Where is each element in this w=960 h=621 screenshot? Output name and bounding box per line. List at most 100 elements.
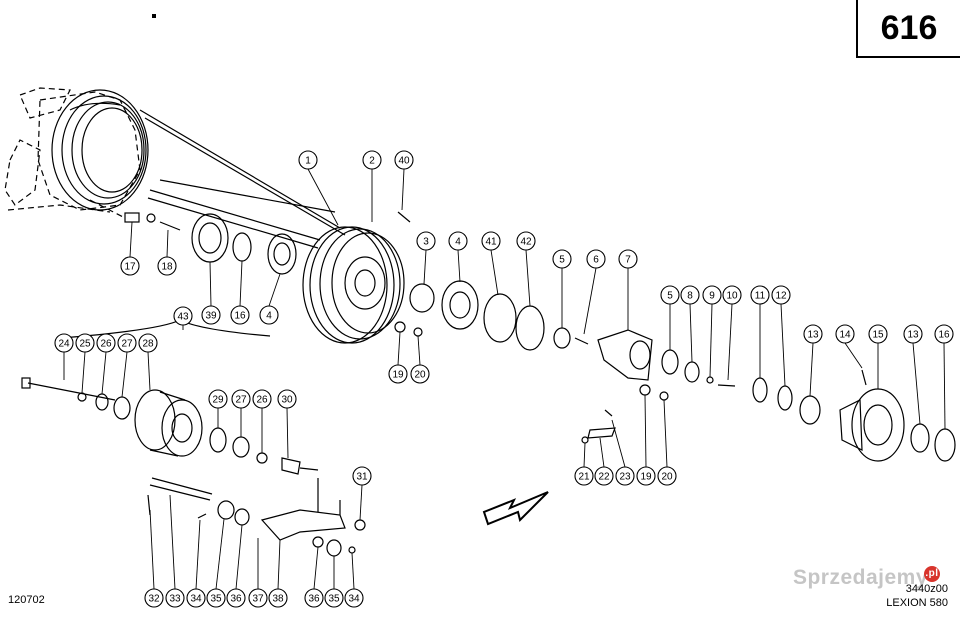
callout-2: 2: [362, 150, 382, 222]
callout-label: 24: [58, 339, 70, 350]
callout-8: 8: [680, 285, 700, 363]
callout-27: 27: [117, 333, 137, 398]
watermark-text: Sprzedajemy: [792, 566, 928, 589]
callout-label: 3: [423, 237, 429, 248]
callout-21: 21: [574, 442, 594, 486]
callout-18: 18: [157, 229, 177, 276]
main-pulley: [302, 226, 405, 344]
footer-right: 3440z00 LEXION 580: [886, 582, 948, 610]
callout-label: 4: [266, 311, 272, 322]
callout-14: 14: [835, 324, 863, 369]
callout-label: 37: [252, 594, 264, 605]
callout-label: 5: [667, 291, 673, 302]
ring-42: [515, 305, 545, 351]
callout-19: 19: [388, 331, 408, 384]
callout-label: 16: [938, 330, 950, 341]
callout-20: 20: [657, 399, 677, 486]
watermark: Sprzedajemy.pl: [793, 566, 940, 590]
callout-13: 13: [803, 324, 823, 397]
callout-42: 42: [516, 231, 536, 307]
callout-4: 4: [259, 273, 281, 325]
callout-label: 40: [398, 156, 410, 167]
callout-24: 24: [54, 333, 74, 380]
callout-label: 12: [775, 291, 787, 302]
callout-label: 41: [485, 237, 497, 248]
drawing-id: 120702: [8, 594, 45, 606]
callout-label: 26: [100, 339, 112, 350]
callout-36: 36: [226, 524, 246, 608]
callout-19: 19: [636, 394, 656, 486]
bushing-3: [409, 283, 435, 313]
callout-label: 18: [161, 262, 173, 273]
idler-pulley-28: [134, 389, 176, 451]
callout-4: 4: [448, 231, 468, 283]
callout-label: 28: [142, 339, 154, 350]
callout-label: 8: [687, 291, 693, 302]
callout-30: 30: [277, 389, 297, 459]
callout-label: 29: [212, 395, 224, 406]
callout-31: 31: [352, 466, 372, 521]
callout-label: 23: [619, 472, 631, 483]
callout-label: 27: [121, 339, 133, 350]
callout-label: 17: [124, 262, 136, 273]
hub-7: [597, 329, 653, 381]
callout-28: 28: [138, 333, 158, 391]
callout-label: 13: [907, 330, 919, 341]
callout-32: 32: [144, 509, 164, 608]
direction-arrow: [482, 491, 549, 526]
callout-26: 26: [96, 333, 116, 395]
callout-label: 5: [559, 255, 565, 266]
callout-3: 3: [416, 231, 436, 285]
callout-1: 1: [298, 150, 339, 226]
model-name: LEXION 580: [886, 597, 948, 609]
callout-label: 13: [807, 330, 819, 341]
callout-7: 7: [618, 249, 638, 330]
callout-6: 6: [583, 249, 606, 335]
callout-label: 1: [305, 156, 311, 167]
callout-43: 43: [173, 306, 193, 330]
callout-38: 38: [268, 539, 288, 608]
circlip-16: [232, 232, 252, 262]
callout-label: 10: [726, 291, 738, 302]
callout-label: 25: [79, 339, 91, 350]
callout-label: 19: [392, 370, 404, 381]
callout-29: 29: [208, 389, 228, 428]
callout-27: 27: [231, 389, 251, 437]
callout-label: 36: [230, 594, 242, 605]
callout-16: 16: [230, 260, 250, 325]
callout-13: 13: [903, 324, 923, 425]
callout-22: 22: [594, 437, 614, 486]
callout-25: 25: [75, 333, 95, 394]
callout-39: 39: [201, 261, 221, 325]
callout-label: 14: [839, 330, 851, 341]
callout-20: 20: [410, 335, 430, 384]
callout-26: 26: [252, 389, 272, 453]
belt-drum: [51, 89, 149, 211]
callout-label: 2: [369, 156, 375, 167]
callout-label: 19: [640, 472, 652, 483]
corner-mark: [152, 14, 156, 18]
callout-label: 20: [414, 370, 426, 381]
callout-label: 38: [272, 594, 284, 605]
callout-label: 7: [625, 255, 631, 266]
page-number: 616: [856, 0, 960, 58]
callout-35: 35: [206, 518, 226, 608]
callout-34: 34: [344, 552, 364, 608]
callout-5: 5: [552, 249, 572, 328]
callout-15: 15: [868, 324, 888, 389]
callout-label: 11: [755, 291, 766, 302]
callout-label: 6: [593, 255, 599, 266]
callout-17: 17: [120, 221, 140, 276]
callout-label: 9: [709, 291, 715, 302]
callout-9: 9: [702, 285, 722, 378]
callout-37: 37: [248, 538, 268, 608]
callout-33: 33: [165, 494, 185, 608]
watermark-badge: .pl: [924, 566, 940, 582]
callout-label: 30: [281, 395, 293, 406]
callout-35: 35: [324, 556, 344, 608]
callout-label: 35: [210, 594, 222, 605]
ring-41: [483, 293, 517, 343]
